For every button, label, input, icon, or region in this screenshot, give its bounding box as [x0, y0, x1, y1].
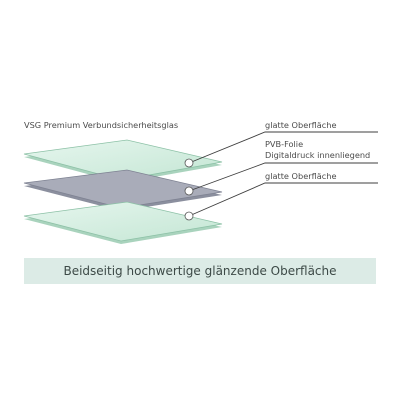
leader-lines: [188, 131, 378, 217]
top-glass-layer: [23, 139, 223, 183]
callout-middle-label-line2: Digitaldruck innenliegend: [265, 150, 370, 160]
callout-top-label: glatte Oberfläche: [265, 120, 337, 130]
leader-line-bottom: [188, 182, 378, 217]
leader-line-top: [188, 131, 378, 164]
banner-text: Beidseitig hochwertige glänzende Oberflä…: [63, 264, 337, 278]
callout-bottom-label: glatte Oberfläche: [265, 171, 337, 181]
callout-middle-label-line1: PVB-Folie: [265, 139, 303, 149]
callout-marker-middle: [184, 186, 194, 196]
leader-line-middle: [188, 162, 378, 192]
feature-banner: Beidseitig hochwertige glänzende Oberflä…: [24, 258, 376, 284]
bottom-glass-layer: [23, 201, 223, 244]
callout-marker-bottom: [184, 211, 194, 221]
pvb-foil-layer: [23, 169, 223, 211]
callout-marker-top: [184, 158, 194, 168]
product-label: VSG Premium Verbundsicherheitsglas: [24, 120, 178, 130]
